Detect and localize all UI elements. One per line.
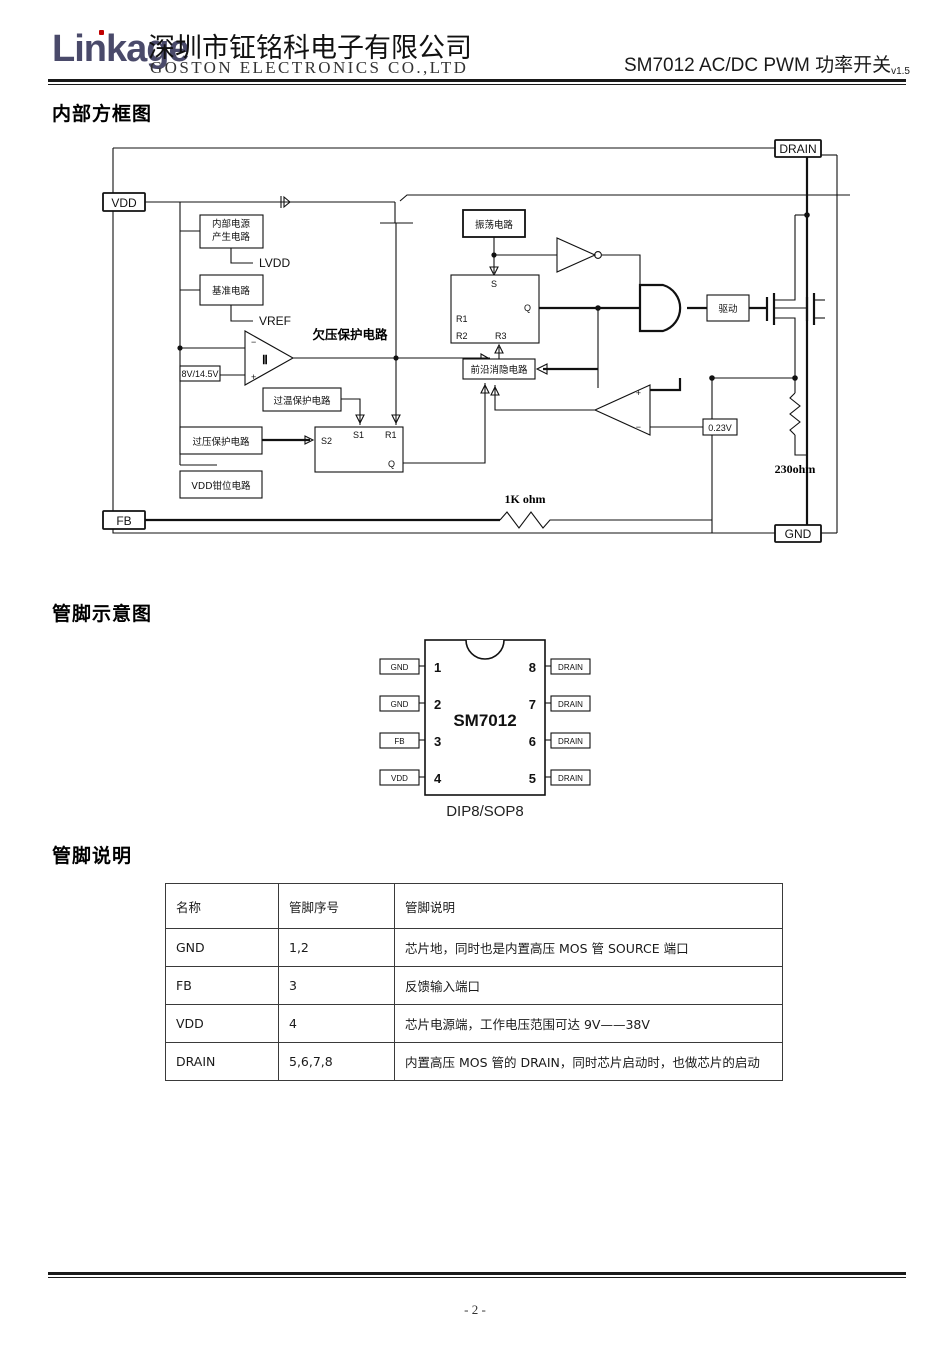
- footer-rule-thin: [48, 1277, 906, 1278]
- latch1-label-r1: R1: [456, 314, 468, 324]
- pin-left-name-3: FB: [394, 737, 404, 746]
- comparator-uvlo-glyph: Ⅱ: [262, 353, 268, 367]
- comparator-cs-minus: −: [636, 422, 641, 432]
- label-uvlo-threshold: 8V/14.5V: [181, 369, 218, 379]
- header-pin-description: 管脚说明: [394, 883, 783, 929]
- cell-pin-name: FB: [165, 966, 279, 1005]
- pin-configuration-diagram: GND 1 GND 2 FB 3 VDD 4 DRAIN 8 DRAIN 7 D…: [370, 632, 600, 832]
- cell-pin-number: 5,6,7,8: [278, 1042, 395, 1081]
- pin-right-num-8: 8: [529, 660, 536, 675]
- document-title-text: SM7012 AC/DC PWM 功率开关: [623, 55, 892, 76]
- block-reference: 基准电路: [212, 285, 251, 297]
- header-rule-thick: [48, 79, 906, 82]
- comparator-cs-plus: +: [636, 388, 641, 398]
- pin-left-name-2: GND: [391, 700, 409, 709]
- cell-pin-description: 内置高压 MOS 管的 DRAIN，同时芯片启动时，也做芯片的启动: [394, 1042, 783, 1081]
- comparator-uvlo-minus: −: [251, 337, 256, 347]
- block-internal-supply-line1: 内部电源: [212, 218, 251, 230]
- block-driver: 驱动: [718, 304, 737, 315]
- latch2-label-s1: S1: [353, 430, 364, 440]
- latch2-label-s2: S2: [321, 436, 332, 446]
- document-version: v1.5: [891, 66, 910, 77]
- cell-pin-description: 反馈输入端口: [394, 966, 783, 1005]
- company-name-chinese: 深圳市钲铭科电子有限公司: [148, 33, 472, 64]
- heading-pin-configuration: 管脚示意图: [52, 603, 153, 625]
- block-vdd-clamp: VDD钳位电路: [191, 480, 251, 492]
- document-title: SM7012 AC/DC PWM 功率开关v1.5: [624, 50, 910, 77]
- latch2-label-q: Q: [388, 459, 395, 469]
- label-uvlo-title: 欠压保护电路: [312, 327, 388, 342]
- logo-dot-icon: [99, 30, 104, 35]
- page-header: Linkage 深圳市钲铭科电子有限公司 GOSTON ELECTRONICS …: [0, 0, 950, 90]
- page-number: - 2 -: [464, 1302, 486, 1317]
- pin-left-num-2: 2: [434, 697, 441, 712]
- pin-right-num-7: 7: [529, 697, 536, 712]
- pin-label-gnd: GND: [785, 527, 812, 541]
- latch1-label-q: Q: [524, 303, 531, 313]
- pin-right-name-7: DRAIN: [558, 700, 583, 709]
- pin-right-num-5: 5: [529, 771, 536, 786]
- label-lvdd: LVDD: [259, 256, 290, 270]
- label-sense-resistor: 230ohm: [775, 462, 816, 476]
- label-fb-resistor: 1K ohm: [504, 492, 545, 506]
- cell-pin-description: 芯片地，同时也是内置高压 MOS 管 SOURCE 端口: [394, 928, 783, 967]
- block-oscillator: 振荡电路: [475, 219, 514, 231]
- pin-label-drain: DRAIN: [779, 142, 816, 156]
- pin-label-vdd: VDD: [111, 196, 137, 210]
- package-type-caption: DIP8/SOP8: [446, 803, 524, 820]
- block-leb: 前沿消隐电路: [470, 364, 528, 376]
- heading-pin-description: 管脚说明: [52, 845, 133, 867]
- cell-pin-name: GND: [165, 928, 279, 967]
- pin-left-num-4: 4: [434, 771, 442, 786]
- pin-left-name-4: VDD: [391, 774, 408, 783]
- pin-right-name-6: DRAIN: [558, 737, 583, 746]
- pin-label-fb: FB: [116, 514, 131, 528]
- table-header-row: 名称 管脚序号 管脚说明: [165, 883, 783, 929]
- pin-right-num-6: 6: [529, 734, 536, 749]
- pin-left-num-1: 1: [434, 660, 441, 675]
- internal-block-diagram: DRAIN GND VDD FB 内部电源 产生电路 LVDD 基准电路 VRE…: [95, 135, 855, 565]
- cell-pin-number: 4: [278, 1004, 395, 1043]
- pin-left-num-3: 3: [434, 734, 441, 749]
- footer-rule-thick: [48, 1272, 906, 1275]
- block-internal-supply-line2: 产生电路: [212, 231, 251, 243]
- pin-description-table: 名称 管脚序号 管脚说明 GND 1,2 芯片地，同时也是内置高压 MOS 管 …: [165, 883, 783, 1081]
- header-pin-number: 管脚序号: [278, 883, 395, 929]
- pin-right-name-5: DRAIN: [558, 774, 583, 783]
- package-part-number: SM7012: [453, 711, 516, 730]
- pin-left-name-1: GND: [391, 663, 409, 672]
- cell-pin-description: 芯片电源端，工作电压范围可达 9V——38V: [394, 1004, 783, 1043]
- label-cs-threshold: 0.23V: [708, 423, 732, 433]
- cell-pin-name: DRAIN: [165, 1042, 279, 1081]
- header-name: 名称: [165, 883, 279, 929]
- cell-pin-number: 1,2: [278, 928, 395, 967]
- block-ovp: 过压保护电路: [192, 436, 250, 448]
- cell-pin-name: VDD: [165, 1004, 279, 1043]
- block-otp: 过温保护电路: [273, 395, 331, 407]
- header-rule-thin: [48, 84, 906, 85]
- label-vref: VREF: [259, 314, 291, 328]
- table-row: FB 3 反馈输入端口: [165, 966, 783, 1005]
- latch1-label-s: S: [491, 279, 497, 289]
- table-row: DRAIN 5,6,7,8 内置高压 MOS 管的 DRAIN，同时芯片启动时，…: [165, 1042, 783, 1081]
- company-name-english: GOSTON ELECTRONICS CO.,LTD: [150, 58, 469, 77]
- latch1-label-r3: R3: [495, 331, 507, 341]
- comparator-uvlo-plus: +: [251, 372, 256, 382]
- heading-block-diagram: 内部方框图: [52, 103, 153, 125]
- latch2-label-r1: R1: [385, 430, 397, 440]
- logo-wordmark: Linkage: [52, 28, 190, 70]
- table-row: GND 1,2 芯片地，同时也是内置高压 MOS 管 SOURCE 端口: [165, 928, 783, 967]
- cell-pin-number: 3: [278, 966, 395, 1005]
- latch1-label-r2: R2: [456, 331, 468, 341]
- pin-right-name-8: DRAIN: [558, 663, 583, 672]
- table-row: VDD 4 芯片电源端，工作电压范围可达 9V——38V: [165, 1004, 783, 1043]
